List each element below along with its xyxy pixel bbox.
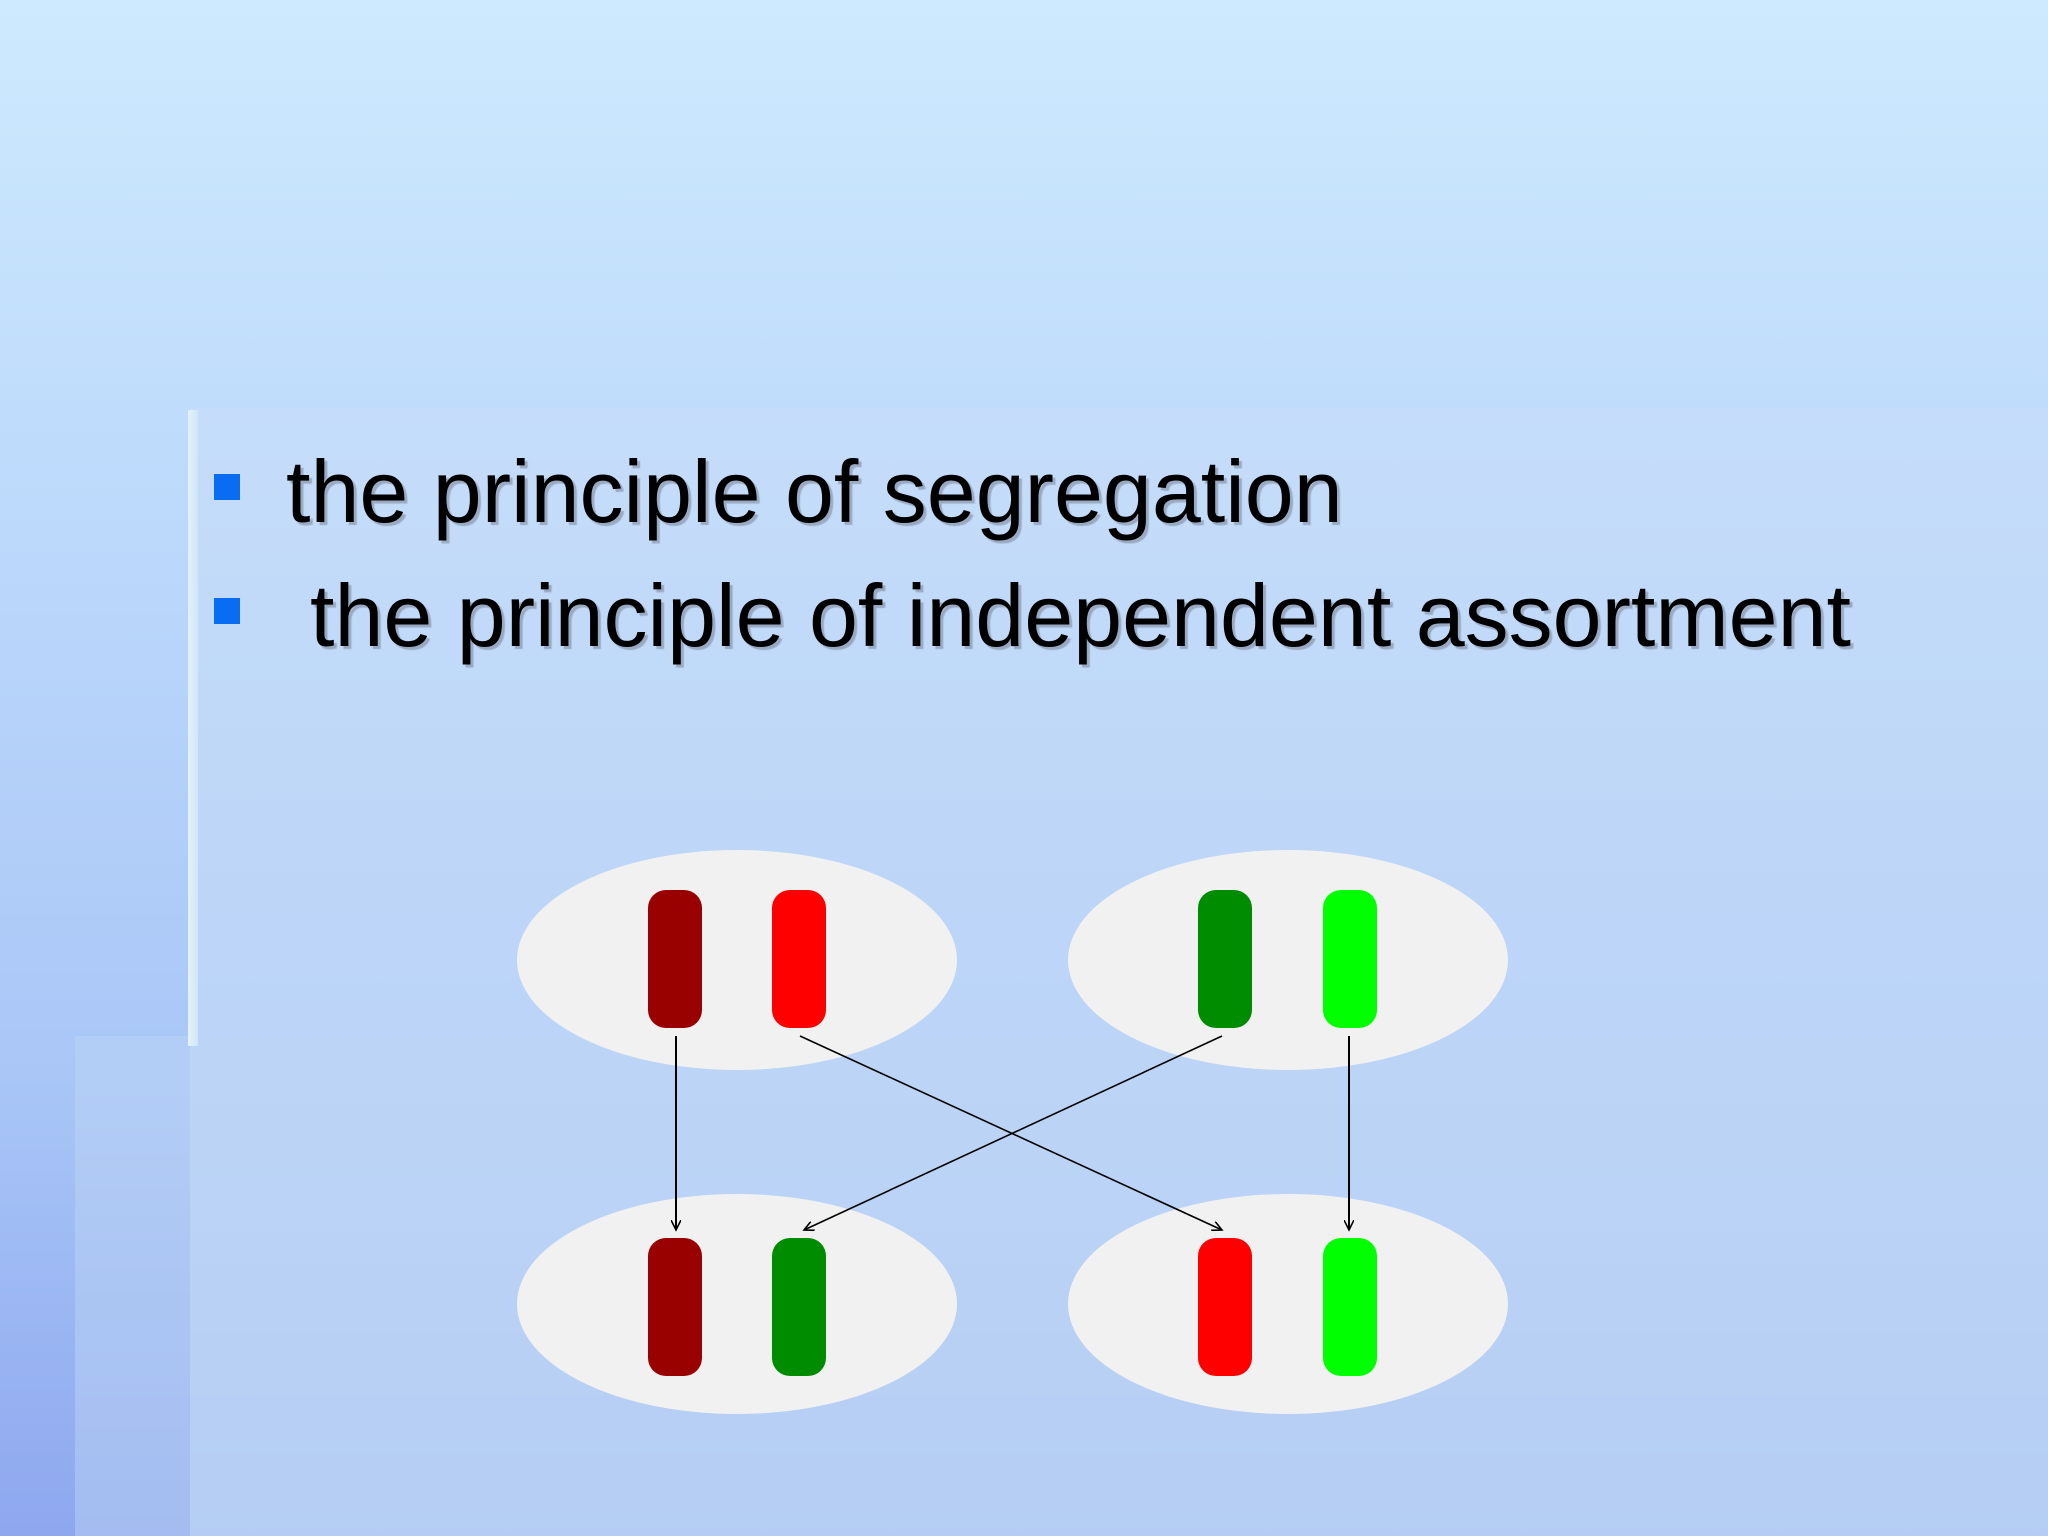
lower-panel bbox=[75, 1036, 2048, 1536]
chromosome-green bbox=[1323, 890, 1377, 1028]
square-bullet-icon bbox=[214, 598, 240, 624]
bullet-text: the principle of segregation bbox=[286, 442, 1343, 541]
chromosome-dark-red bbox=[648, 1238, 702, 1376]
bullet-text: the principle of independent assortment bbox=[310, 566, 1851, 665]
chromosome-red bbox=[1198, 1238, 1252, 1376]
chromosome-dark-green bbox=[772, 1238, 826, 1376]
chromosome-green bbox=[1323, 1238, 1377, 1376]
gamete-cell-right bbox=[1068, 1194, 1508, 1414]
gamete-cell-left bbox=[517, 1194, 957, 1414]
arrow-red-cross bbox=[799, 1035, 1222, 1230]
panel-edge bbox=[188, 410, 198, 1046]
arrow-dark-green-cross bbox=[804, 1035, 1223, 1230]
parent-cell-left bbox=[517, 850, 957, 1070]
chromosome-dark-green bbox=[1198, 890, 1252, 1028]
parent-cell-right bbox=[1068, 850, 1508, 1070]
chromosome-dark-red bbox=[648, 890, 702, 1028]
square-bullet-icon bbox=[214, 474, 240, 500]
chromosome-red bbox=[772, 890, 826, 1028]
